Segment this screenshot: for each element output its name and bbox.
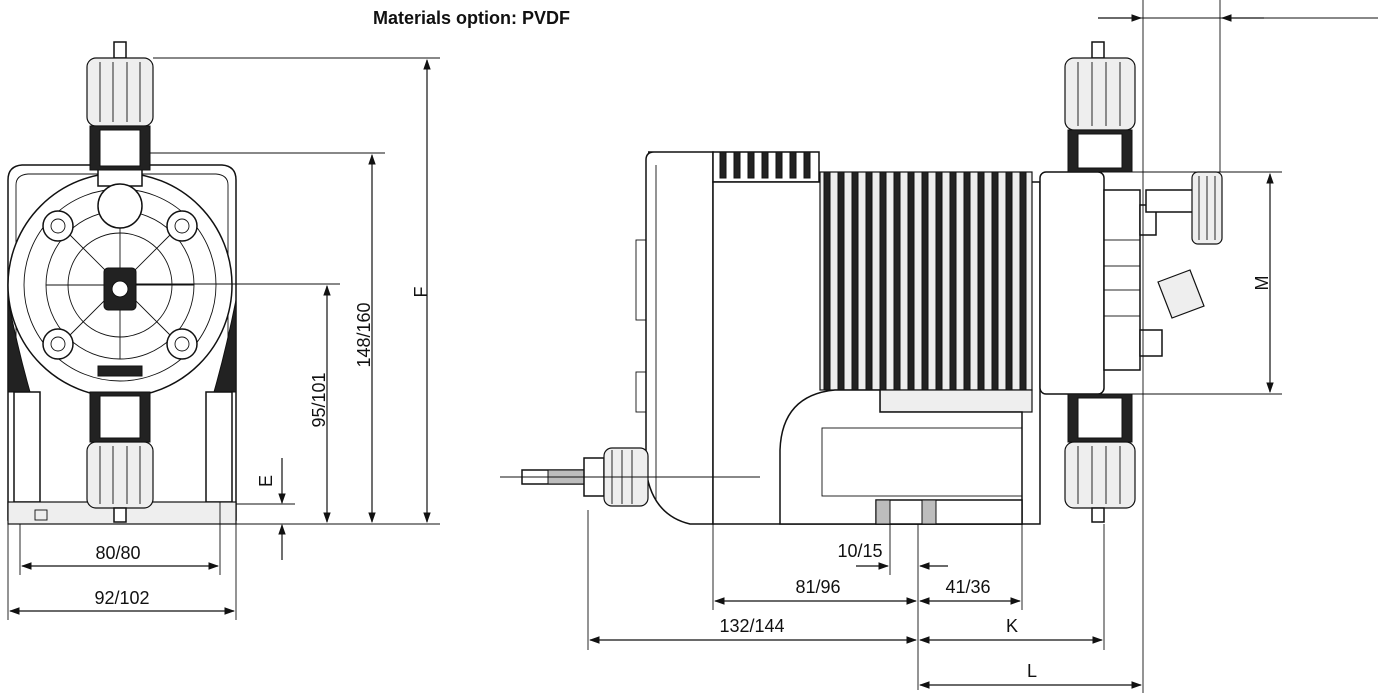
- front-bottom-connector: [86, 391, 154, 523]
- label-K: K: [1006, 616, 1018, 636]
- label-height-total: F: [411, 287, 431, 298]
- label-height-head: 148/160: [354, 302, 374, 367]
- bleed-knob: [97, 183, 143, 229]
- label-front-part: 41/36: [945, 577, 990, 597]
- label-total-depth: 132/144: [719, 616, 784, 636]
- side-bottom-connector: [1064, 393, 1136, 523]
- front-foot-right: [205, 391, 233, 503]
- side-cooling-fins: [823, 171, 1027, 391]
- side-view: [500, 41, 1223, 525]
- side-dimensions: [587, 0, 1378, 693]
- side-pump-head: [1039, 171, 1223, 395]
- front-view: 80/80 92/102 95/101 148/160 F E: [7, 41, 440, 620]
- front-top-connector: [86, 41, 154, 171]
- side-top-fins: [712, 151, 820, 183]
- label-foot-gap: 10/15: [837, 541, 882, 561]
- page-title: Materials option: PVDF: [373, 8, 571, 28]
- label-body-depth: 81/96: [795, 577, 840, 597]
- front-bolts: [42, 210, 198, 360]
- front-dimensions: [7, 57, 440, 620]
- label-L: L: [1027, 661, 1037, 681]
- side-top-connector: [1064, 41, 1136, 173]
- label-offset: E: [256, 475, 276, 487]
- label-height-axis: 95/101: [309, 372, 329, 427]
- label-width-inner: 80/80: [95, 543, 140, 563]
- label-width-outer: 92/102: [94, 588, 149, 608]
- front-foot-left: [13, 391, 41, 503]
- label-M: M: [1252, 276, 1272, 291]
- side-relief-knob: [1157, 269, 1205, 319]
